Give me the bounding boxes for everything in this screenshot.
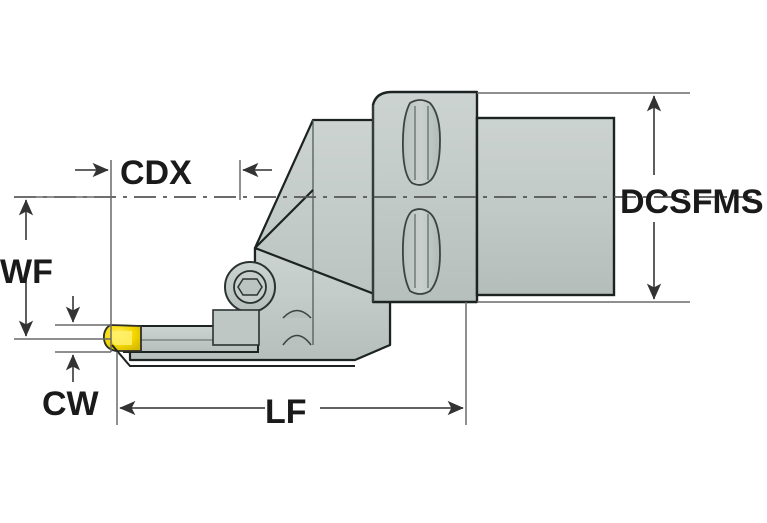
wf-label: WF bbox=[0, 253, 53, 291]
coupling-shank bbox=[475, 116, 616, 297]
dcsfms-label: DCSFMS bbox=[620, 183, 764, 221]
cutting-insert-highlight bbox=[111, 331, 132, 345]
coupling-slot-lower-lines bbox=[414, 214, 429, 288]
head-relief-face bbox=[254, 189, 314, 249]
coupling-slot-upper bbox=[401, 99, 441, 186]
relief-arc-lower bbox=[282, 334, 312, 346]
coupling-slot-upper-lines bbox=[414, 106, 429, 180]
insert-seat-block bbox=[212, 309, 260, 346]
insert-clamp-nose bbox=[111, 344, 355, 367]
dimension-cw: CW bbox=[42, 296, 111, 423]
dimension-dcsfms: DCSFMS bbox=[477, 92, 764, 303]
cw-label: CW bbox=[42, 385, 100, 423]
tool-body bbox=[102, 90, 616, 367]
relief-arc-upper bbox=[282, 309, 312, 319]
clamp-screw-hex-socket bbox=[237, 278, 263, 296]
cdx-label: CDX bbox=[120, 154, 192, 192]
lf-label: LF bbox=[265, 393, 307, 431]
coupling-slot-lower bbox=[401, 208, 441, 295]
dimension-wf: WF bbox=[0, 196, 111, 340]
dimension-cdx: CDX bbox=[75, 154, 272, 352]
dimension-lf: LF bbox=[116, 302, 467, 431]
